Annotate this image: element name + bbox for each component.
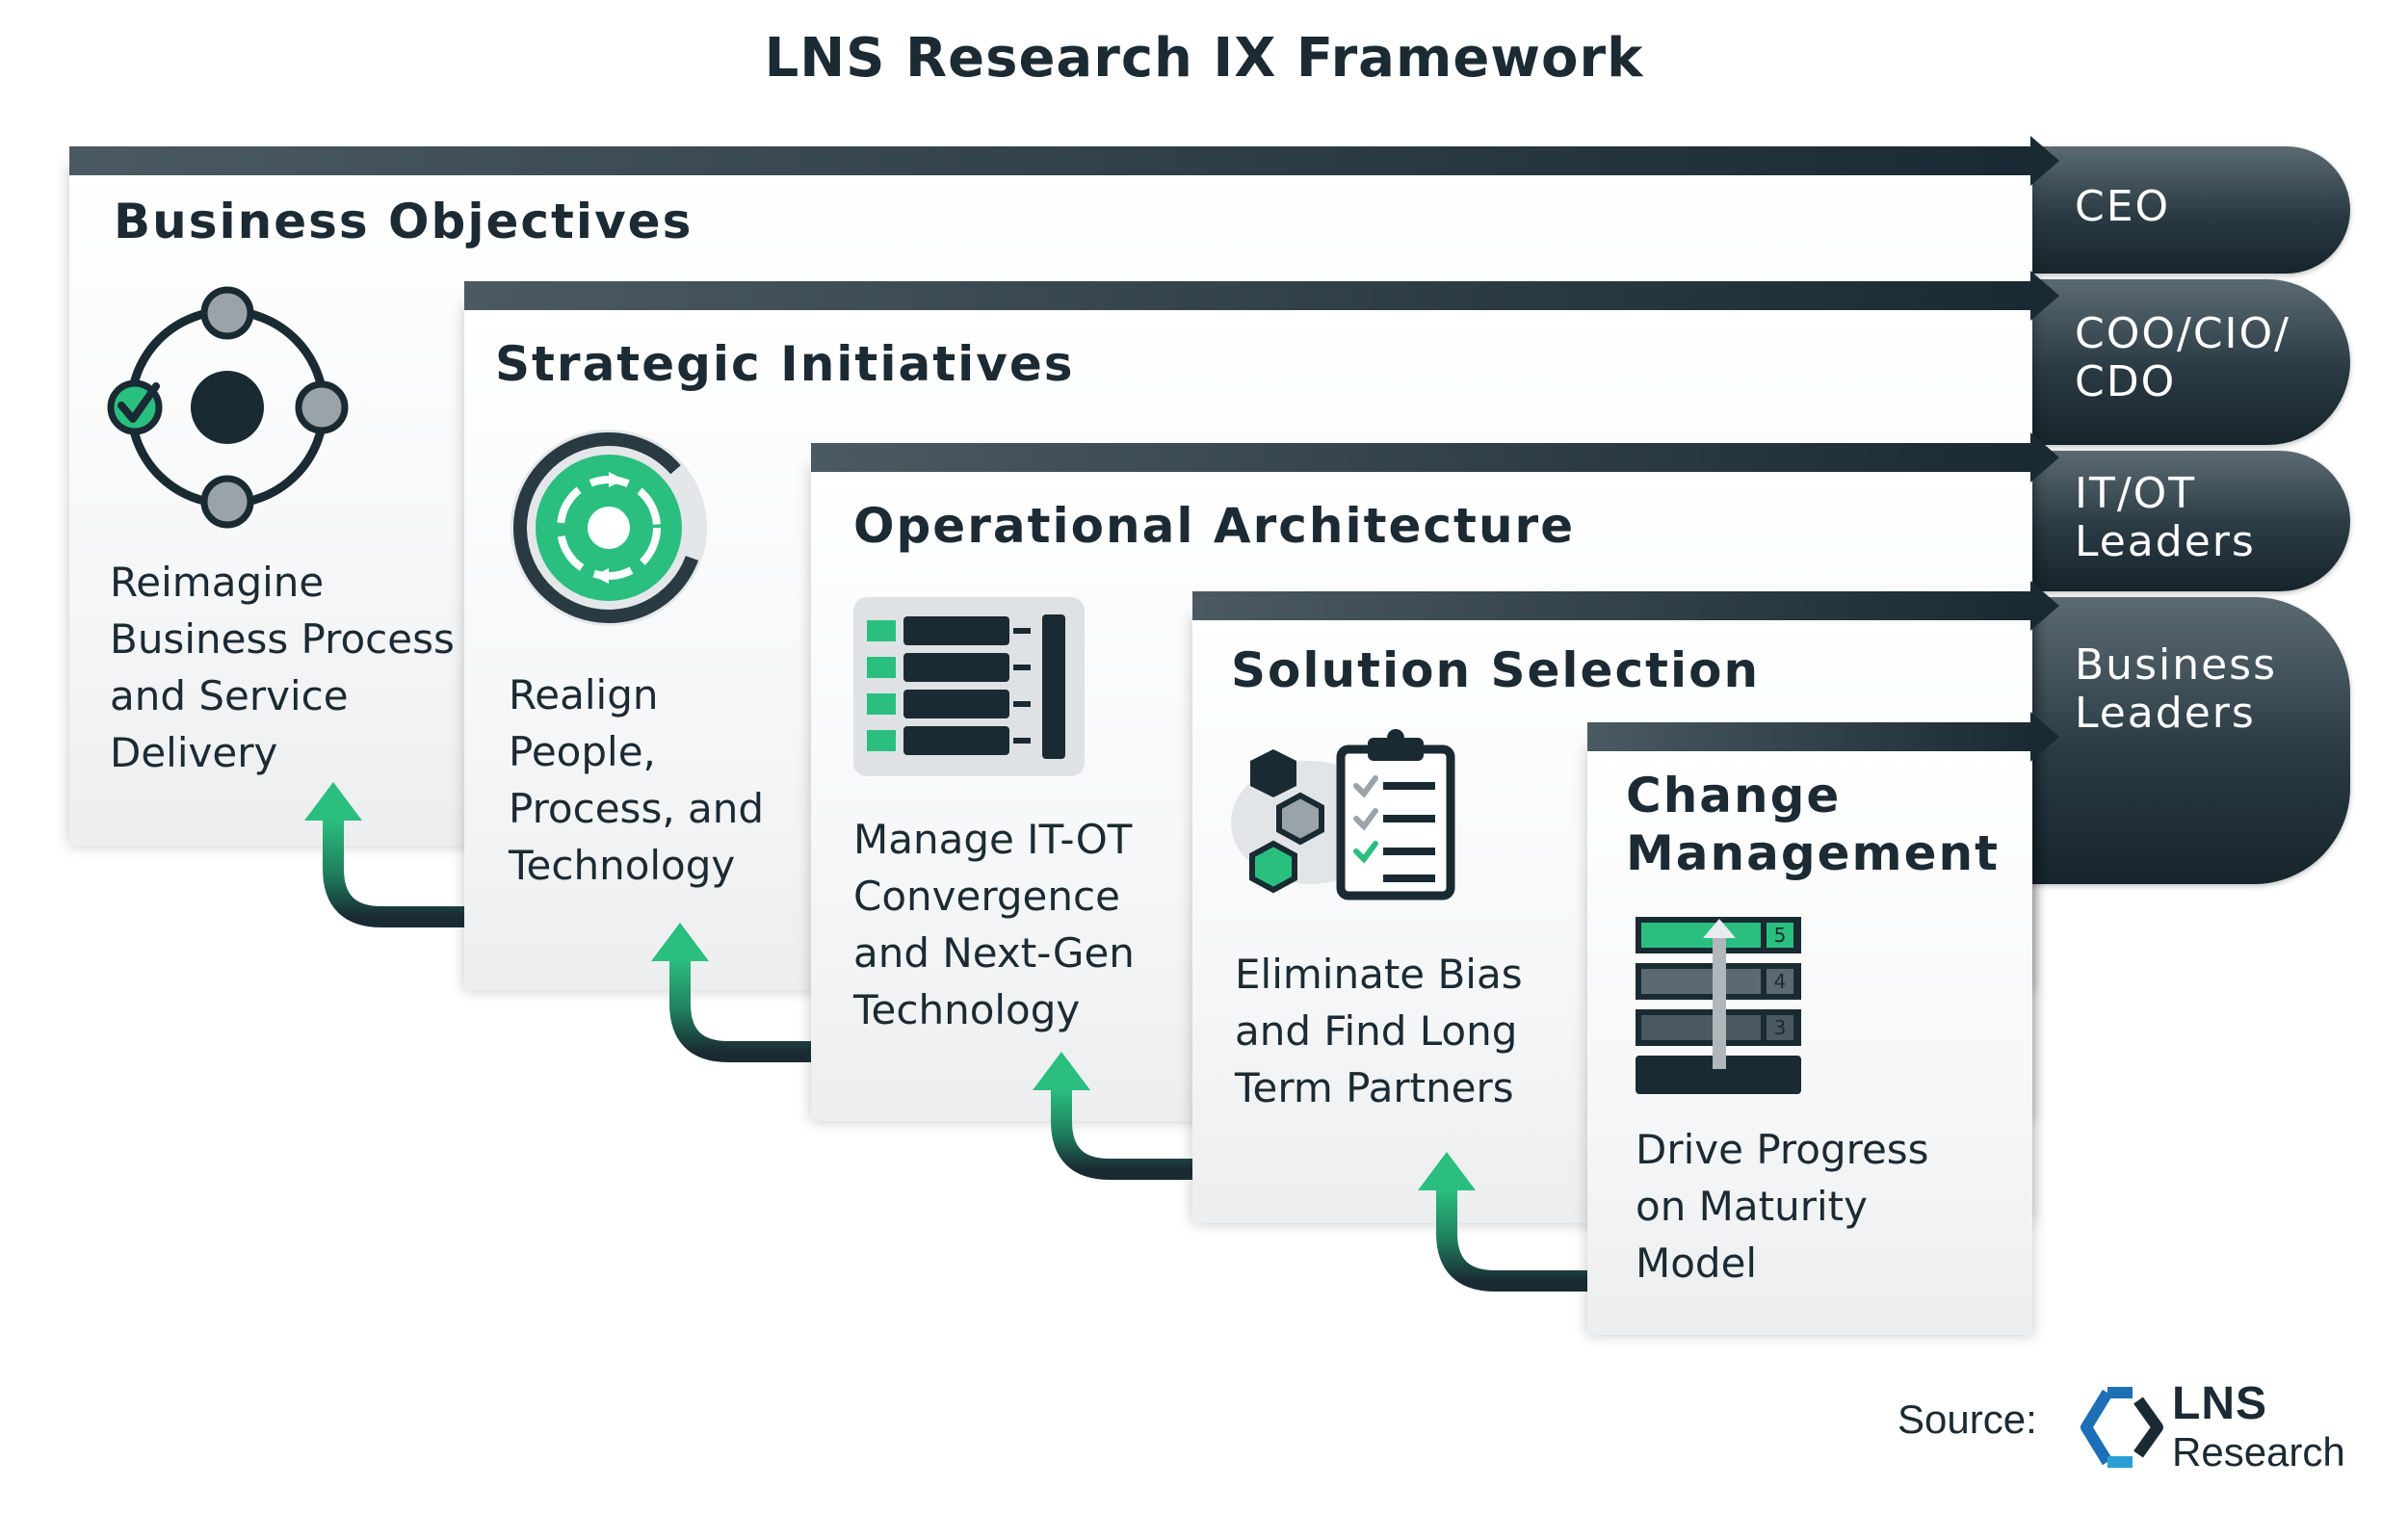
layer-title: Solution Selection <box>1231 642 1761 698</box>
role-tab-coo-cio-cdo: COO/CIO/ CDO <box>2032 279 2350 445</box>
page-title: LNS Research IX Framework <box>764 27 1644 90</box>
logo-research-text: Research <box>2172 1429 2345 1475</box>
layer-title: Operational Architecture <box>853 498 1576 554</box>
role-label: COO/CIO/ CDO <box>2075 309 2290 406</box>
cycle-icon <box>510 430 707 626</box>
maturity-level-label: 4 <box>1774 970 1787 993</box>
layer-bar <box>464 281 2032 310</box>
role-tab-business-leaders: Business Leaders <box>2032 597 2350 884</box>
maturity-ladder-icon: 5 4 3 <box>1636 917 1801 1094</box>
layer-description: Drive Progress on Maturity Model <box>1636 1126 1929 1287</box>
layer-title: Strategic Initiatives <box>495 336 1075 392</box>
arrow-tip-icon <box>2030 136 2059 186</box>
role-tab-ceo: CEO <box>2032 146 2350 274</box>
role-label: CEO <box>2075 182 2171 231</box>
source-label: Source: <box>1898 1397 2037 1442</box>
stack-icon <box>853 597 1085 776</box>
layer-bar <box>1192 591 2032 620</box>
layer-title: Change Management <box>1626 768 2001 881</box>
maturity-level-label: 3 <box>1774 1016 1787 1039</box>
clipboard-checklist-icon <box>1231 729 1455 901</box>
arrow-tip-icon <box>2030 271 2059 321</box>
lns-logo-icon <box>2081 1387 2163 1468</box>
connector-arrow-2 <box>651 923 811 1062</box>
connector-arrow-4 <box>1418 1152 1587 1292</box>
network-check-icon <box>107 286 349 529</box>
role-label: IT/OT Leaders <box>2075 469 2256 566</box>
connector-arrow-3 <box>1033 1052 1192 1180</box>
layer-description: Eliminate Bias and Find Long Term Partne… <box>1235 951 1523 1111</box>
layer-bar <box>1587 722 2032 751</box>
arrow-tip-icon <box>2030 712 2059 762</box>
layer-description: Reimagine Business Process and Service D… <box>110 559 455 776</box>
role-label: Business Leaders <box>2075 640 2278 738</box>
arrow-tip-icon <box>2030 581 2059 631</box>
layer-title: Business Objectives <box>114 194 694 249</box>
connector-arrow-1 <box>304 782 464 927</box>
layer-bar <box>69 146 2032 175</box>
logo-lns-text: LNS <box>2172 1378 2267 1429</box>
maturity-level-label: 5 <box>1774 924 1787 947</box>
role-tab-it-ot-leaders: IT/OT Leaders <box>2032 451 2350 591</box>
arrow-tip-icon <box>2030 432 2059 483</box>
layer-bar <box>811 443 2032 472</box>
layer-description: Manage IT-OT Convergence and Next-Gen Te… <box>853 816 1135 1033</box>
layer-description: Realign People, Process, and Technology <box>509 671 765 889</box>
